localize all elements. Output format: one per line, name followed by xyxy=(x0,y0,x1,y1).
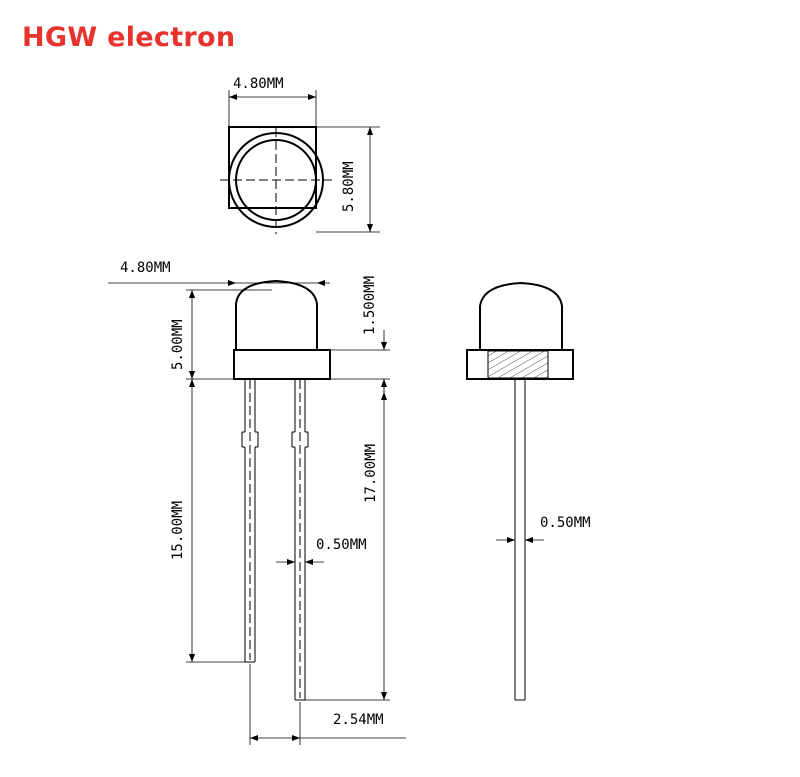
profile-lead-diameter-label: 0.50MM xyxy=(540,515,591,531)
lead-diameter-label: 0.50MM xyxy=(316,537,367,553)
short-lead-label: 15.00MM xyxy=(170,501,186,560)
long-lead xyxy=(291,379,309,701)
lead-pitch-label: 2.54MM xyxy=(333,712,384,728)
side-view: 4.80MM 5.00MM 1.500MM 15.00MM 17.00MM xyxy=(108,260,406,745)
top-height-label: 5.80MM xyxy=(341,161,357,212)
profile-view: 0.50MM xyxy=(466,281,591,701)
long-lead-label: 17.00MM xyxy=(363,444,379,503)
top-width-label: 4.80MM xyxy=(233,76,284,92)
cross-section-hatch xyxy=(487,350,549,379)
body-height-label: 5.00MM xyxy=(170,319,186,370)
top-view: 4.80MM 5.80MM xyxy=(220,76,380,234)
flange-height-label: 1.500MM xyxy=(362,276,378,335)
brand-title: HGW electron xyxy=(22,22,236,53)
side-width-label: 4.80MM xyxy=(120,260,171,276)
short-lead xyxy=(241,379,259,663)
